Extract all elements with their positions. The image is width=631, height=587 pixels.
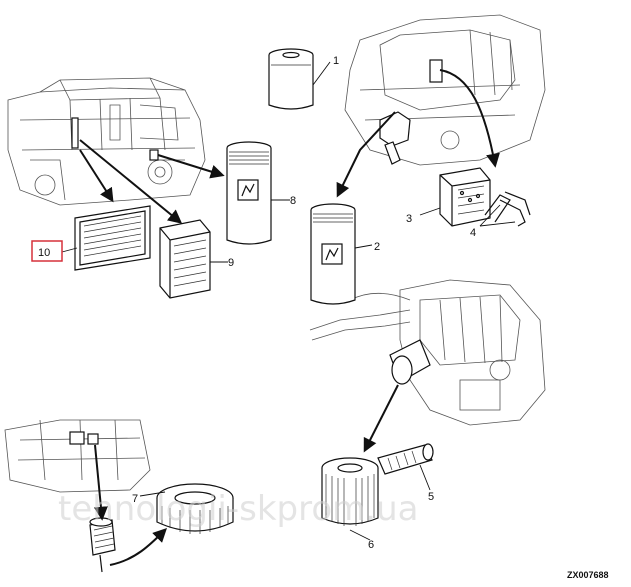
part-2-air-filter [310,203,356,305]
part-1-filter [268,48,314,110]
callout-3: 3 [406,213,412,225]
callout-2: 2 [374,241,380,253]
callout-1: 1 [333,55,339,67]
part-3-precleaner [439,167,491,227]
part-8-air-filter [226,141,272,245]
part-4-clips [484,191,531,227]
callout-8: 8 [290,195,296,207]
part-7-round-filter [156,483,234,534]
callout-10: 10 [38,247,50,259]
callout-7: 7 [132,493,138,505]
watermark-text: tehnologii-skprom.ua [58,489,418,529]
callout-10-highlight-box [31,240,63,262]
leader-lines [61,61,516,541]
part-10-cab-filter-panel [74,205,151,271]
part-9-cab-filter-box [159,219,211,299]
callout-4: 4 [470,227,476,239]
combine-sketch-bottom [4,419,151,493]
engine-sketch-top [344,14,546,166]
part-5-safety-element [377,443,434,475]
callout-6: 6 [368,539,374,551]
callout-9: 9 [228,257,234,269]
part-6-pleated-filter [321,457,379,526]
figure-code: ZX007688 [567,570,609,580]
callout-5: 5 [428,491,434,503]
combine-harvester-sketch [7,77,206,206]
pointer-arrows [79,69,500,566]
